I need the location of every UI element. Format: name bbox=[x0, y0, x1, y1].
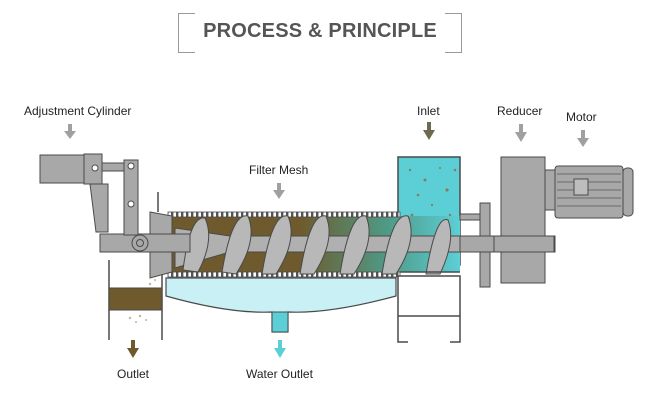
label-outlet: Outlet bbox=[117, 367, 150, 381]
reducer bbox=[493, 156, 555, 284]
discharge-chute bbox=[108, 260, 163, 340]
screw-flights bbox=[182, 215, 452, 275]
left-bracket bbox=[178, 13, 195, 53]
pressure-cone-housing bbox=[99, 192, 191, 279]
arrow-outlet bbox=[127, 340, 139, 358]
arrow-filter-mesh bbox=[273, 183, 285, 199]
section-title: PROCESS & PRINCIPLE bbox=[203, 20, 437, 42]
arrows bbox=[64, 122, 589, 358]
screw-barrel bbox=[167, 211, 461, 278]
label-motor: Motor bbox=[566, 110, 597, 124]
arrow-motor bbox=[577, 130, 589, 147]
filtrate-tank bbox=[165, 277, 397, 333]
label-reducer: Reducer bbox=[497, 104, 543, 118]
arrow-water-outlet bbox=[274, 340, 286, 358]
arrow-inlet bbox=[423, 122, 435, 140]
label-adjustment-cylinder: Adjustment Cylinder bbox=[24, 104, 132, 118]
label-inlet: Inlet bbox=[417, 104, 440, 118]
section-title-box: PROCESS & PRINCIPLE bbox=[178, 13, 462, 53]
adjustment-cylinder bbox=[39, 153, 139, 236]
filter-mesh-bottom bbox=[167, 271, 401, 278]
label-water-outlet: Water Outlet bbox=[246, 367, 313, 381]
right-bracket bbox=[445, 13, 462, 53]
label-filter-mesh: Filter Mesh bbox=[249, 163, 309, 177]
arrow-adjustment-cylinder bbox=[64, 124, 76, 139]
arrow-reducer bbox=[515, 124, 527, 142]
motor bbox=[544, 165, 634, 219]
